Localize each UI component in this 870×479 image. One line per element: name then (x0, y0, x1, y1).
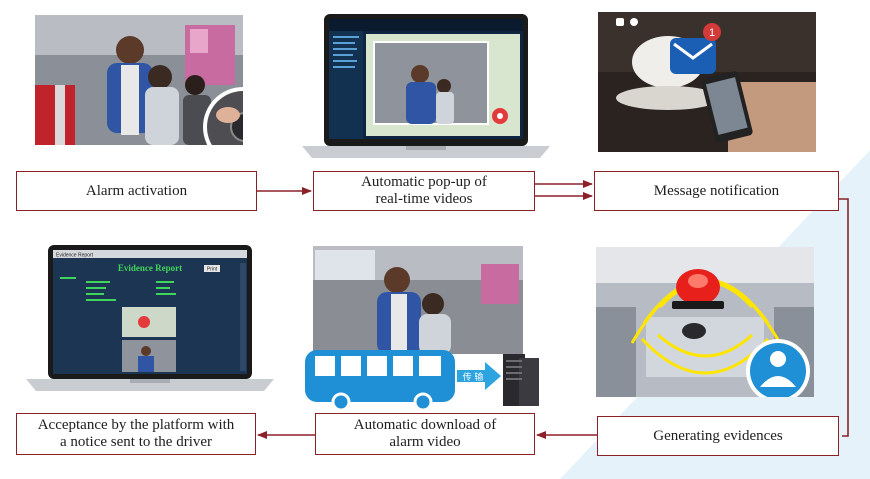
monitoring-laptop (302, 12, 550, 158)
generating-evidences-box: Generating evidences (597, 416, 839, 456)
message-notification-box: Message notification (594, 171, 839, 211)
alarm-activation-label: Alarm activation (85, 182, 188, 199)
transfer-label: 传 输 (463, 371, 484, 383)
camera-icon (682, 323, 706, 339)
acceptance-label: Acceptance by the platform with a notice… (37, 417, 235, 450)
message-count-badge: 1 (709, 27, 715, 39)
phone-notification-photo: 1 (598, 12, 816, 152)
acceptance-box: Acceptance by the platform with a notice… (16, 413, 256, 455)
evidence-camera-photo (596, 247, 814, 397)
generating-evidences-label: Generating evidences (653, 427, 783, 444)
popup-videos-label: Automatic pop-up of real-time videos (361, 174, 487, 207)
download-video-label: Automatic download of alarm video (353, 417, 497, 450)
report-window-label: Evidence Report (56, 253, 94, 259)
download-video-photo: 传 输 (305, 246, 545, 411)
report-title: Evidence Report (118, 263, 182, 273)
alarm-activation-box: Alarm activation (16, 171, 257, 211)
download-video-box: Automatic download of alarm video (315, 413, 535, 455)
connector-message-to-evidence (839, 198, 849, 437)
report-print-button: Print (207, 267, 218, 273)
alarm-activation-photo (35, 15, 243, 145)
transfer-arrow-icon (457, 362, 501, 390)
evidence-report-laptop: Evidence Report Evidence Report Print (26, 243, 274, 391)
popup-videos-box: Automatic pop-up of real-time videos (313, 171, 535, 211)
message-notification-label: Message notification (653, 182, 780, 199)
